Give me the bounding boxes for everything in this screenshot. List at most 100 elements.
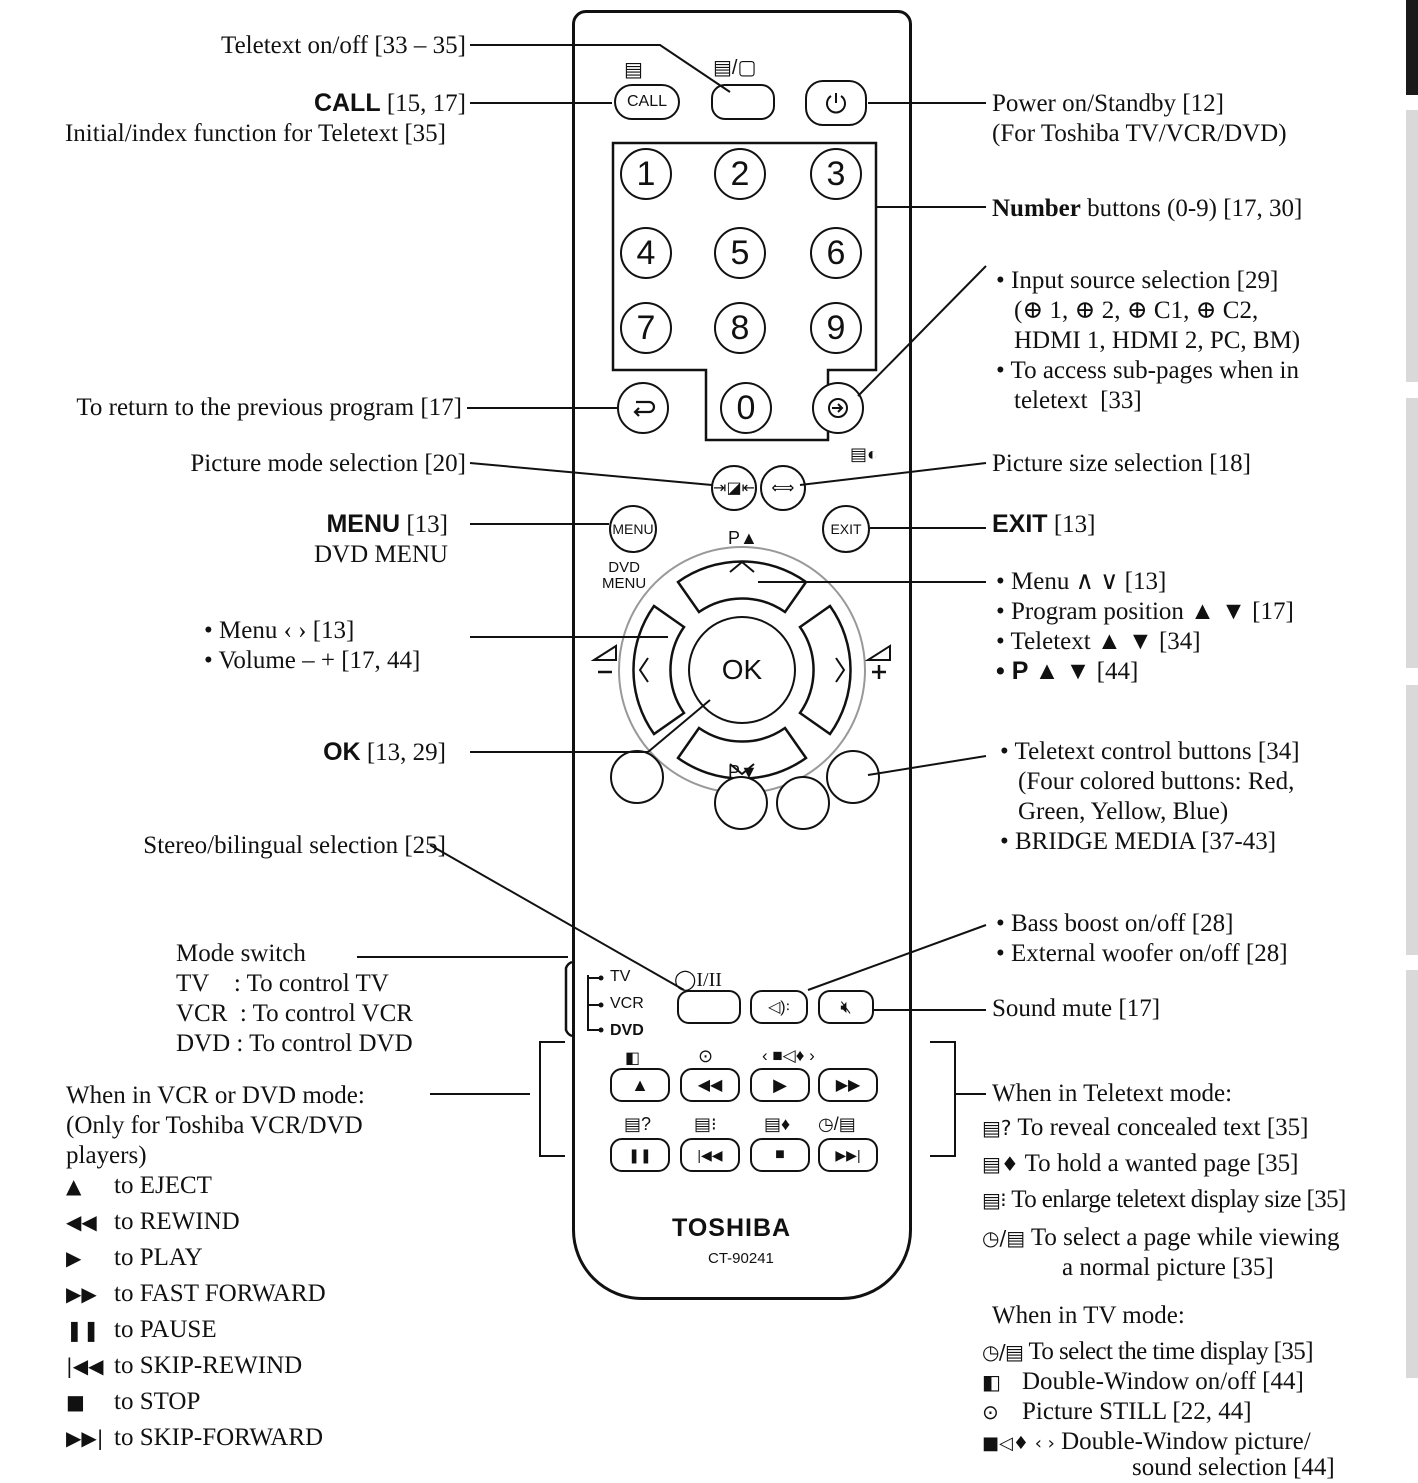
ok-annotation: OK [13, 29] <box>323 737 446 768</box>
input-annotation-1: • Input source selection [29] <box>996 267 1279 294</box>
vcr-legend-row: ❚❚to PAUSE <box>66 1314 217 1346</box>
vcr-legend-text: to FAST FORWARD <box>114 1280 326 1307</box>
vcr-legend-row: ▲to EJECT <box>66 1170 212 1202</box>
number-button-0[interactable]: 0 <box>720 382 772 434</box>
number-button-8[interactable]: 8 <box>714 302 766 354</box>
play-icon: ▶ <box>66 1246 82 1270</box>
hold-icon: ▤♦ <box>764 1114 791 1134</box>
number-rest: buttons (0-9) [17, 30] <box>1080 195 1303 222</box>
teletext-onoff-annotation: Teletext on/off [33 – 35] <box>221 32 466 59</box>
pause-button[interactable]: ❚❚ <box>610 1138 670 1172</box>
tv-double-icon: ◧ <box>982 1370 1001 1394</box>
number-button-5[interactable]: 5 <box>714 227 766 279</box>
model-number: CT-90241 <box>708 1250 774 1267</box>
mute-button[interactable]: 🔇︎ <box>818 990 874 1024</box>
number-button-3[interactable]: 3 <box>810 148 862 200</box>
dw-select-icon: ‹ ■◁♦ › <box>762 1046 815 1065</box>
side-tab-1 <box>1406 110 1418 382</box>
number-label: 3 <box>826 154 846 193</box>
mode-dvd-annotation: DVD : To control DVD <box>176 1030 413 1057</box>
teletext-button[interactable] <box>711 84 775 120</box>
ff-button[interactable]: ▶▶ <box>818 1068 878 1102</box>
stop-button[interactable]: ■ <box>750 1138 810 1172</box>
tt-control-annotation-1: • Teletext control buttons [34] <box>1000 738 1300 765</box>
skip-rewind-button[interactable]: |◀◀ <box>680 1138 740 1172</box>
program-position-annotation: • Program position ▲ ▼ [17] <box>996 598 1294 625</box>
number-label: 9 <box>826 308 846 347</box>
stereo-label: ◯I/II <box>674 969 722 991</box>
tt-reveal-row: ▤? To reveal concealed text [35] <box>982 1112 1308 1144</box>
return-annotation: To return to the previous program [17] <box>76 394 462 421</box>
dpad-down[interactable] <box>676 726 808 780</box>
tt-select-row-2: a normal picture [35] <box>1062 1254 1274 1281</box>
vcr-legend-text: to EJECT <box>114 1172 212 1199</box>
tt-reveal-text: To reveal concealed text [35] <box>1017 1114 1309 1141</box>
red-button[interactable] <box>610 750 664 804</box>
sub-page-icon: ▤◐ <box>850 444 878 464</box>
mode-vcr-annotation: VCR : To control VCR <box>176 1000 413 1027</box>
blue-button[interactable] <box>826 750 880 804</box>
exit-button[interactable]: EXIT <box>822 505 870 553</box>
input-button[interactable] <box>812 382 864 434</box>
power-button[interactable] <box>805 80 867 126</box>
play-button[interactable]: ▶ <box>750 1068 810 1102</box>
menu-button-label: MENU <box>612 521 654 537</box>
p-ud-title: • P <box>996 657 1029 685</box>
mode-tv-annotation: TV : To control TV <box>176 970 389 997</box>
tt-select-text-1: To select a page while viewing <box>1030 1224 1340 1251</box>
number-button-9[interactable]: 9 <box>810 302 862 354</box>
vcr-legend-text: to STOP <box>114 1388 201 1415</box>
ok-button[interactable]: OK <box>688 616 796 724</box>
tt-enlarge-row: ▤⁝ To enlarge teletext display size [35] <box>982 1184 1346 1216</box>
ok-refs: [13, 29] <box>360 739 446 766</box>
number-button-6[interactable]: 6 <box>810 227 862 279</box>
vcr-legend-text: to PLAY <box>114 1244 203 1271</box>
number-button-7[interactable]: 7 <box>620 302 672 354</box>
green-button[interactable] <box>714 776 768 830</box>
tv-dw-icon: ■◁♦ ‹ › <box>982 1433 1055 1454</box>
vcr-legend-text: to PAUSE <box>114 1316 217 1343</box>
input-annotation-4: • To access sub-pages when in <box>996 357 1299 384</box>
number-button-4[interactable]: 4 <box>620 227 672 279</box>
tt-hold-text: To hold a wanted page [35] <box>1024 1150 1299 1177</box>
number-label: 2 <box>730 154 750 193</box>
reveal-legend-icon: ▤? <box>982 1116 1012 1140</box>
picture-size-button[interactable]: ⟺ <box>760 465 806 511</box>
bass-annotation-1: • Bass boost on/off [28] <box>996 910 1234 937</box>
number-button-2[interactable]: 2 <box>714 148 766 200</box>
vcr-legend-text: to REWIND <box>114 1208 240 1235</box>
number-button-1[interactable]: 1 <box>620 148 672 200</box>
skip-forward-button[interactable]: ▶▶| <box>818 1138 878 1172</box>
vcr-heading-1: When in VCR or DVD mode: <box>66 1082 365 1109</box>
eject-button[interactable]: ▲ <box>610 1068 670 1102</box>
tv-double-row: ◧Double-Window on/off [44] <box>982 1366 1304 1398</box>
menu-button[interactable]: MENU <box>609 505 657 553</box>
call-refs: [15, 17] <box>380 90 466 117</box>
stereo-button[interactable] <box>677 990 741 1024</box>
skip-forward-icon: ▶▶| <box>66 1426 104 1450</box>
dpad-right[interactable] <box>798 604 852 736</box>
reveal-icon: ▤? <box>624 1114 652 1134</box>
input-annotation-5: teletext [33] <box>1014 387 1142 414</box>
tt-hold-row: ▤♦ To hold a wanted page [35] <box>982 1148 1299 1180</box>
number-annotation: Number buttons (0-9) [17, 30] <box>992 193 1302 224</box>
number-label: 5 <box>730 233 750 272</box>
picture-mode-button[interactable]: ⇥◪⇤ <box>711 465 757 511</box>
bass-boost-button[interactable]: ◁)꞉ <box>750 990 808 1024</box>
yellow-button[interactable] <box>776 776 830 830</box>
side-tab-3 <box>1406 685 1418 955</box>
mute-annotation: Sound mute [17] <box>992 995 1161 1022</box>
still-icon: ⊙ <box>698 1046 714 1066</box>
side-tab-dark <box>1406 0 1418 95</box>
picture-mode-annotation: Picture mode selection [20] <box>190 450 466 477</box>
menu-refs: [13] <box>400 511 448 538</box>
rewind-button[interactable]: ◀◀ <box>680 1068 740 1102</box>
vcr-legend-row: ▶ to PLAY <box>66 1242 203 1274</box>
return-button[interactable] <box>617 382 669 434</box>
enlarge-icon: ▤⁝ <box>694 1114 717 1134</box>
call-button[interactable]: CALL <box>614 84 680 120</box>
tt-control-annotation-4: • BRIDGE MEDIA [37-43] <box>1000 828 1277 855</box>
